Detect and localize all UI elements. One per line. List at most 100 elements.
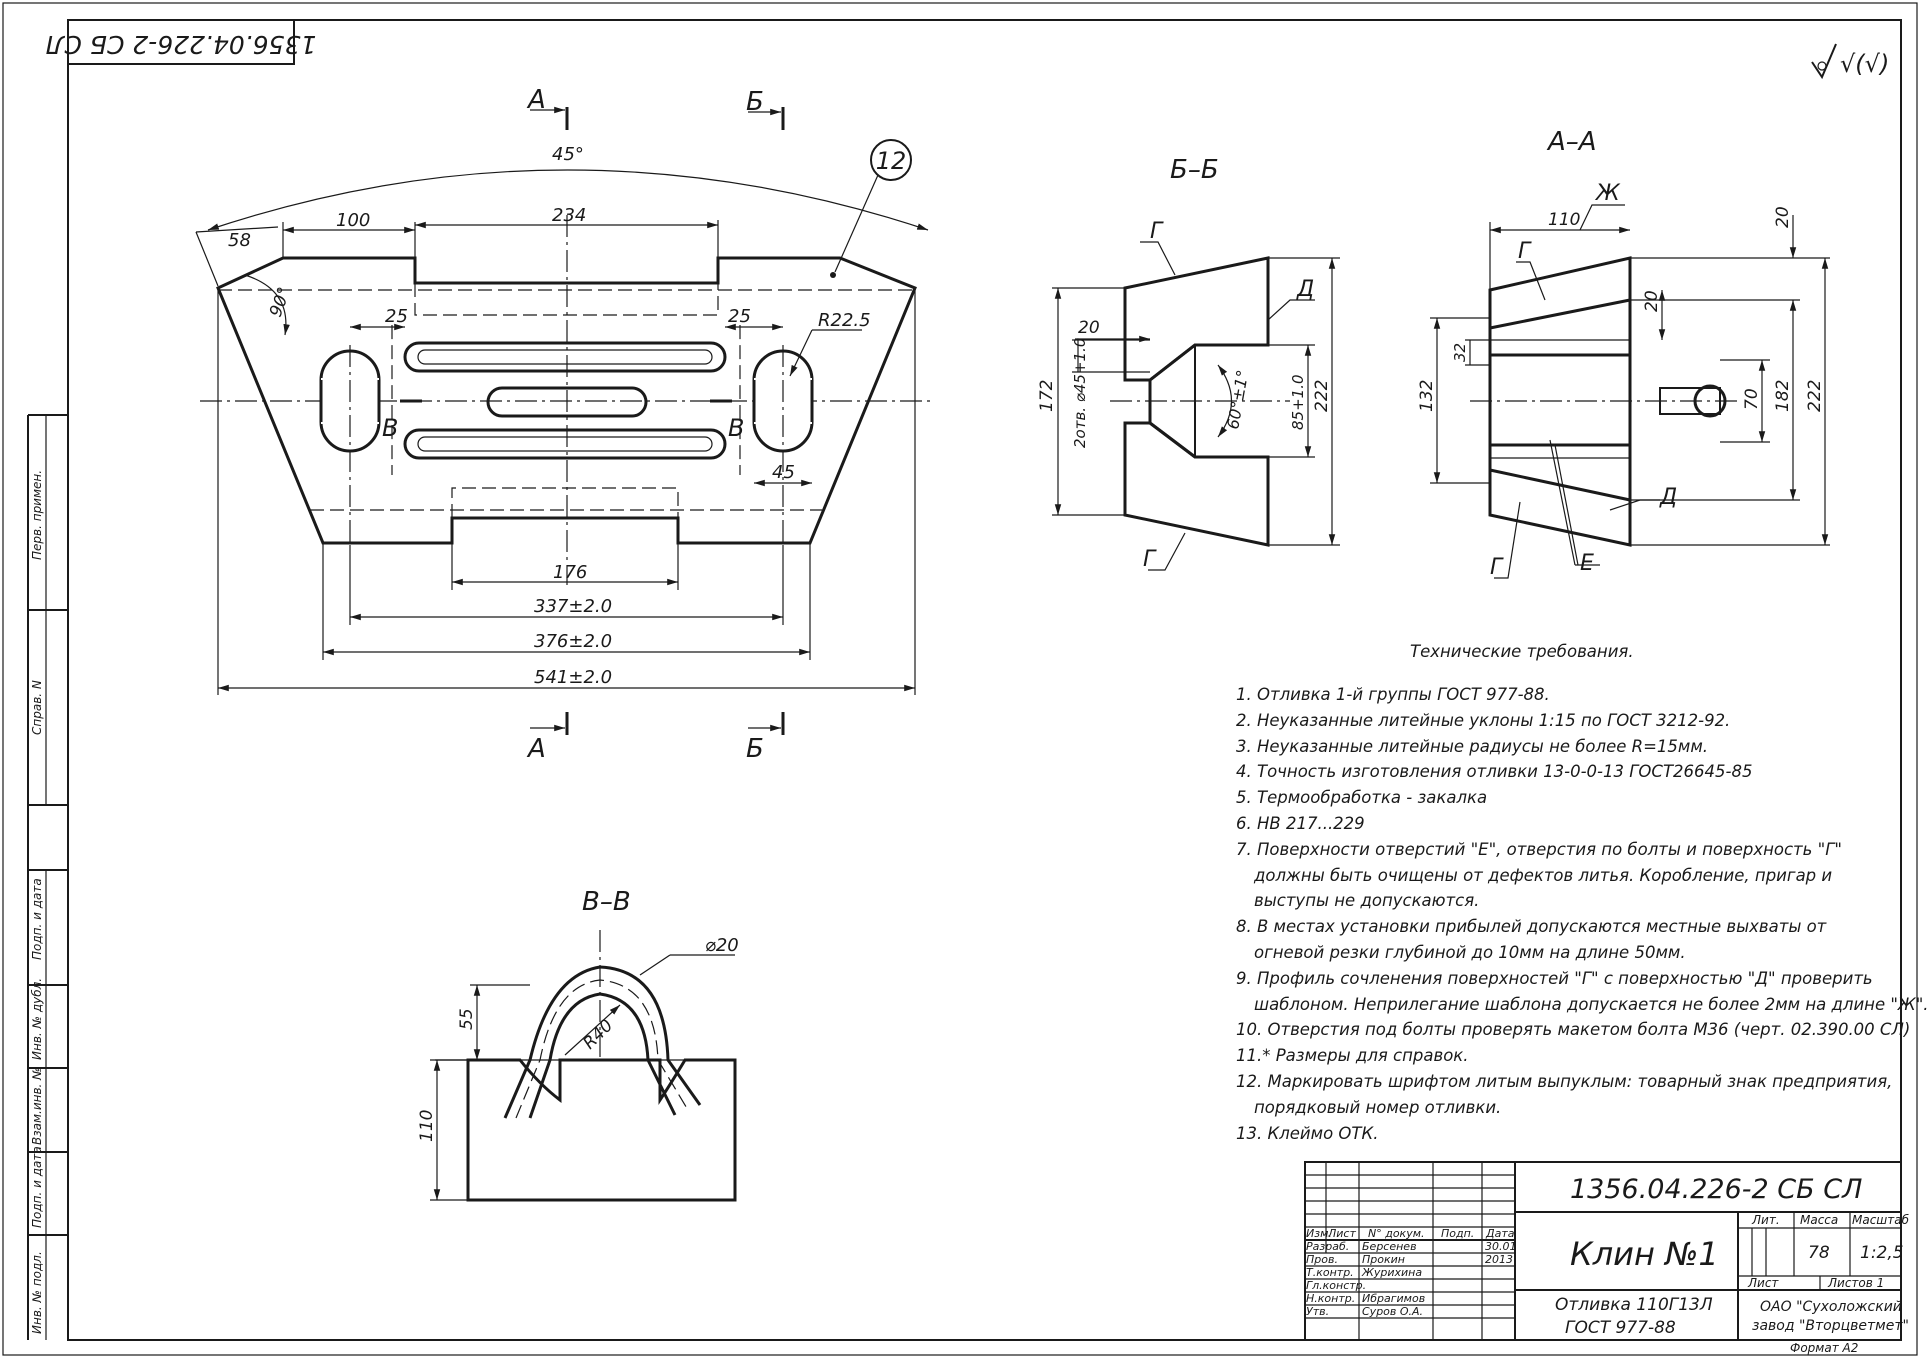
dim-234: 234	[552, 205, 586, 226]
tb-scale-label: Масштаб	[1852, 1213, 1910, 1227]
bb-dim-222: 222	[1312, 380, 1332, 412]
aa-dim-20-mid: 20	[1642, 290, 1662, 312]
dim-100: 100	[336, 210, 370, 231]
view-mark-v-left: В	[382, 414, 398, 442]
tb-role-2: Т.контр.	[1306, 1266, 1354, 1279]
dim-25-left: 25	[385, 306, 408, 327]
svg-text:Б: Б	[746, 734, 764, 764]
side-label-6: Инв. № подл.	[30, 1251, 44, 1334]
bb-dim-angle: 60°±1°	[1223, 368, 1252, 430]
tb-name-4: Ибрагимов	[1362, 1292, 1425, 1305]
bb-label-d: Д	[1296, 277, 1314, 302]
dim-45: 45	[772, 462, 795, 483]
side-label-3: Инв. № дубл.	[30, 978, 44, 1060]
tb-role-1: Пров.	[1306, 1253, 1338, 1266]
slot-top	[403, 341, 727, 373]
tb-date-0: 30.01	[1485, 1240, 1517, 1253]
aa-label-g-bottom: Г	[1490, 555, 1504, 580]
tech-requirement-line: 3. Неуказанные литейные радиусы не более…	[1236, 736, 1709, 756]
side-strip: Перв. примен. Справ. N Подп. и дата Инв.…	[27, 414, 68, 1340]
dim-176: 176	[553, 562, 587, 583]
tech-requirement-line: выступы не допускаются.	[1254, 891, 1480, 911]
tb-mass-value: 78	[1808, 1243, 1830, 1263]
tb-mass-label: Масса	[1800, 1213, 1838, 1227]
view-mark-v-right: В	[728, 414, 744, 442]
dim-337: 337±2.0	[534, 596, 612, 617]
section-mark-b-top: Б	[746, 87, 785, 130]
corner-stamp: 1356.04.226-2 СБ СЛ	[45, 19, 316, 65]
vv-dim-dia20: ⌀20	[705, 935, 739, 956]
bb-dim-20: 20	[1078, 318, 1100, 338]
dim-376: 376±2.0	[534, 631, 612, 652]
tb-sheets-label: Листов 1	[1827, 1276, 1884, 1290]
aa-label-e: Е	[1580, 551, 1594, 576]
tb-lit-label: Лит.	[1751, 1213, 1780, 1227]
side-label-4: Взам.инв. №	[30, 1067, 44, 1145]
section-mark-a-bottom: А	[526, 712, 569, 764]
aa-dim-222: 222	[1805, 380, 1825, 412]
tb-role-5: Утв.	[1306, 1305, 1329, 1318]
tech-requirement-line: 12. Маркировать шрифтом литым выпуклым: …	[1236, 1071, 1893, 1091]
roughness-mark: √(√)	[1811, 43, 1889, 80]
tb-format: Формат А2	[1790, 1341, 1858, 1355]
slot-bottom	[403, 428, 727, 460]
title-block: 1356.04.226-2 СБ СЛ Клин №1 Отливка 110Г…	[1304, 1161, 1910, 1355]
vv-dim-55: 55	[457, 1008, 477, 1030]
tech-requirements: 1. Отливка 1-й группы ГОСТ 977-88. 2. Неу…	[1236, 682, 1929, 1146]
svg-text:А: А	[526, 85, 546, 115]
tb-name-1: Прокин	[1362, 1253, 1405, 1266]
tb-role-0: Разраб.	[1306, 1240, 1349, 1253]
side-label-0: Перв. примен.	[30, 470, 44, 560]
position-number: 12	[876, 147, 907, 175]
section-aa: А–А 110 Ж 222 182 20 70 20 32	[1417, 127, 1830, 580]
bb-label-g-bottom: Г	[1143, 547, 1157, 572]
dim-25-right: 25	[728, 306, 751, 327]
bb-label-g-top: Г	[1150, 219, 1164, 244]
aa-dim-110: 110	[1548, 210, 1580, 230]
tb-scale-value: 1:2,5	[1860, 1243, 1904, 1263]
tb-company-1: ОАО "Сухоложский	[1760, 1299, 1902, 1315]
aa-label-d: Д	[1659, 485, 1677, 510]
bb-dim-hole: 2отв. ⌀45+1.0	[1071, 338, 1089, 448]
tb-col-date: Дата	[1485, 1227, 1515, 1240]
tb-col-izm: Изм.	[1306, 1227, 1332, 1240]
tech-requirement-line: порядковый номер отливки.	[1254, 1097, 1502, 1117]
side-label-2: Подп. и дата	[30, 878, 44, 960]
tech-requirement-line: 11.* Размеры для справок.	[1236, 1046, 1469, 1066]
tb-company-2: завод "Вторцветмет"	[1752, 1318, 1909, 1334]
tb-sheet-label: Лист	[1747, 1276, 1779, 1290]
section-bb: Б–Б 172 2отв. ⌀45+1.0 20 222 85+1.0 60°±…	[1037, 155, 1340, 572]
aa-dim-70: 70	[1742, 388, 1762, 410]
tb-name-2: Журихина	[1361, 1266, 1422, 1279]
main-view: А Б А Б В В 45° 90° 58	[195, 85, 935, 764]
tech-requirement-line: 2. Неуказанные литейные уклоны 1:15 по Г…	[1236, 710, 1731, 730]
bb-dim-85: 85+1.0	[1289, 374, 1307, 430]
tech-requirement-line: 7. Поверхности отверстий "Е", отверстия …	[1236, 839, 1842, 859]
section-aa-title: А–А	[1546, 127, 1597, 157]
tb-part-name: Клин №1	[1570, 1235, 1719, 1273]
tb-date-1: 2013	[1485, 1253, 1513, 1266]
aa-label-g-top: Г	[1518, 239, 1532, 264]
vv-dim-110: 110	[417, 1110, 437, 1142]
tech-requirement-line: должны быть очищены от дефектов литья. К…	[1254, 865, 1833, 885]
tech-requirement-line: 10. Отверстия под болты проверять макето…	[1236, 1020, 1911, 1040]
bb-dim-172: 172	[1037, 380, 1057, 412]
vv-dim-r40: R40	[579, 1016, 617, 1054]
tb-material-2: ГОСТ 977-88	[1565, 1318, 1676, 1338]
inner-frame	[67, 19, 1902, 1341]
tb-col-list: Лист	[1327, 1227, 1356, 1240]
slot-middle	[486, 386, 648, 418]
tb-material-1: Отливка 110Г13Л	[1555, 1295, 1713, 1315]
tb-name-0: Берсенев	[1362, 1240, 1417, 1253]
corner-stamp-text: 1356.04.226-2 СБ СЛ	[45, 30, 316, 59]
roughness-mark-text: √(√)	[1840, 50, 1889, 78]
tech-requirement-line: 8. В местах установки прибылей допускают…	[1236, 917, 1827, 937]
aa-dim-132: 132	[1417, 380, 1437, 412]
tech-requirement-line: 1. Отливка 1-й группы ГОСТ 977-88.	[1236, 685, 1550, 704]
tech-requirements-title: Технические требования.	[1410, 642, 1634, 661]
dim-58: 58	[228, 230, 251, 251]
aa-dim-20-top: 20	[1773, 206, 1793, 228]
tb-role-3: Гл.констр.	[1306, 1279, 1366, 1292]
